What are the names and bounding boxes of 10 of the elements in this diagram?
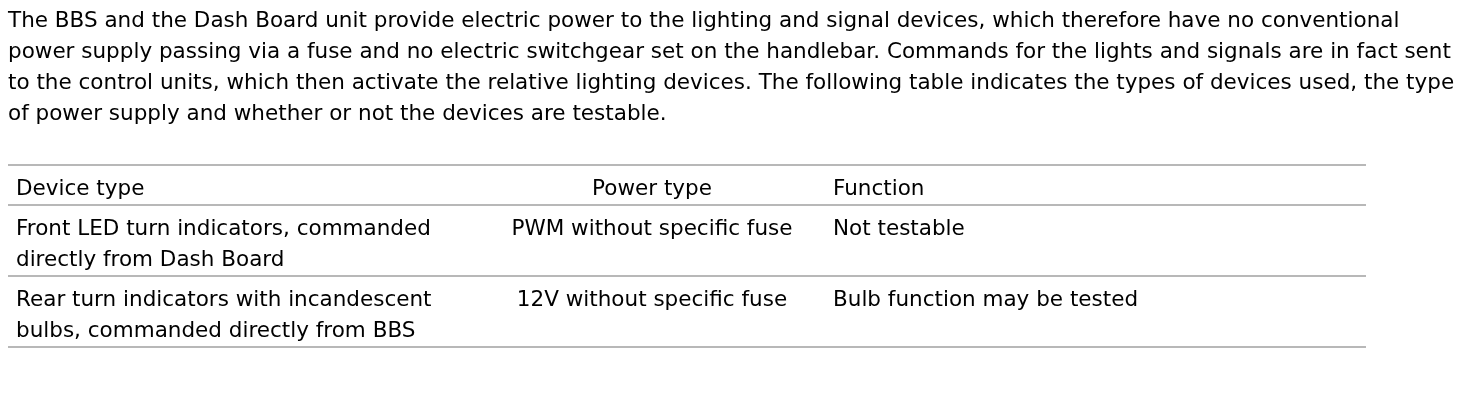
- column-header: Power type: [592, 175, 712, 200]
- device-type-text: Rear turn indicators with incandescent bulbs, commanded directly from BBS: [16, 286, 432, 342]
- column-header: Device type: [16, 175, 145, 200]
- device-type-text: Front LED turn indicators, commanded directly from Dash Board: [16, 215, 431, 271]
- power-type-text: 12V without specific fuse: [516, 286, 788, 311]
- intro-paragraph: The BBS and the Dash Board unit provide electric power to the lighting and signal devices, which therefore have no conventional power supply passing via a fuse and no electric switchgear set on the handlebar. Commands for the lights and signals are in fact sent to the control units, which then activate the relative lighting devices. The following table indicates the types of devices used, the type of power supply and whether or not the devices are testable.: [8, 6, 1456, 127]
- power-type-text: PWM without specific fuse: [511, 215, 793, 240]
- function-text: Bulb function may be tested: [833, 286, 1139, 311]
- function-text: Not testable: [833, 215, 965, 240]
- column-header: Function: [833, 175, 925, 200]
